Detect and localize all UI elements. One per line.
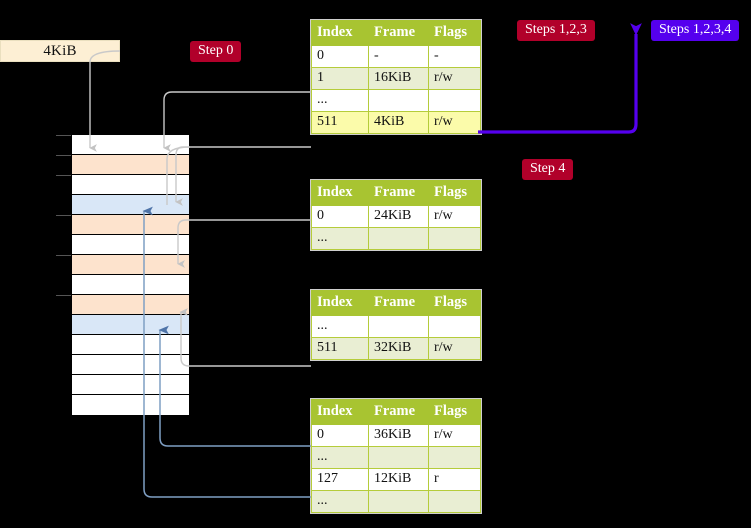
table-row: ... [311,490,481,513]
cell-index: 511 [311,337,369,360]
wire-steps-return [478,23,642,134]
cell-index: ... [311,446,369,469]
cell-flags [428,446,481,469]
column-header-flags: Flags [428,399,481,425]
cell-frame: 12KiB [368,468,429,491]
table-row: ... [311,315,481,338]
physical-memory-frames [56,134,190,415]
cell-index: 1 [311,67,369,90]
frame-tick-mark [56,155,71,156]
cell-index: ... [311,490,369,513]
cell-index: ... [311,315,369,338]
cell-flags [428,227,481,250]
cell-flags: r/w [428,424,481,447]
cell-index: 511 [311,111,369,134]
cell-frame [368,490,429,513]
memory-frame [72,375,189,395]
cell-frame: 36KiB [368,424,429,447]
memory-frame [72,155,189,175]
cell-index: 0 [311,45,369,68]
table-row: ... [311,446,481,469]
column-header-frame: Frame [368,290,429,316]
memory-frame [72,195,189,215]
frame-tick-mark [56,175,71,176]
table-row: 0-- [311,45,481,68]
cell-flags [428,89,481,112]
frame-tick-mark [56,135,71,136]
cell-frame [368,446,429,469]
cell-flags [428,490,481,513]
table-row: ... [311,89,481,112]
column-header-flags: Flags [428,20,481,46]
memory-size-label: 4KiB [0,40,120,62]
badge-steps-1-2-3-4: Steps 1,2,3,4 [651,20,740,42]
memory-frame [72,335,189,355]
cell-index: ... [311,227,369,250]
memory-frame [72,355,189,375]
column-header-index: Index [311,180,369,206]
cell-frame [368,315,429,338]
cell-frame [368,89,429,112]
frame-tick-mark [56,255,71,256]
memory-frame [72,135,189,155]
memory-frame [72,315,189,335]
memory-frame [72,175,189,195]
cell-index: ... [311,89,369,112]
cell-frame: 32KiB [368,337,429,360]
frame-tick-mark [56,215,71,216]
column-header-index: Index [311,290,369,316]
table-row: ... [311,227,481,250]
cell-flags: r/w [428,205,481,228]
cell-flags: r/w [428,337,481,360]
column-header-flags: Flags [428,290,481,316]
cell-flags: - [428,45,481,68]
memory-frame [72,215,189,235]
cell-flags: r/w [428,111,481,134]
purple-return-wire [478,23,642,134]
cell-flags: r [428,468,481,491]
badge-step-4: Step 4 [522,159,574,181]
memory-frame [72,235,189,255]
memory-frame [72,255,189,275]
cell-index: 127 [311,468,369,491]
column-header-frame: Frame [368,399,429,425]
wire-l1-24kib [177,219,311,268]
cell-flags [428,315,481,338]
badge-steps-1-2-3: Steps 1,2,3 [517,20,595,42]
column-header-index: Index [311,399,369,425]
cell-flags: r/w [428,67,481,90]
column-header-frame: Frame [368,20,429,46]
memory-frame [72,395,189,415]
column-header-flags: Flags [428,180,481,206]
cell-frame: 16KiB [368,67,429,90]
badge-step-0: Step 0 [190,41,242,63]
memory-frame [72,275,189,295]
cell-frame [368,227,429,250]
cell-frame: - [368,45,429,68]
cell-index: 0 [311,424,369,447]
frame-tick-mark [56,295,71,296]
column-header-index: Index [311,20,369,46]
cell-index: 0 [311,205,369,228]
memory-frame [72,295,189,315]
wire-l2-32kib [179,308,311,367]
cell-frame: 4KiB [368,111,429,134]
cell-frame: 24KiB [368,205,429,228]
column-header-frame: Frame [368,180,429,206]
